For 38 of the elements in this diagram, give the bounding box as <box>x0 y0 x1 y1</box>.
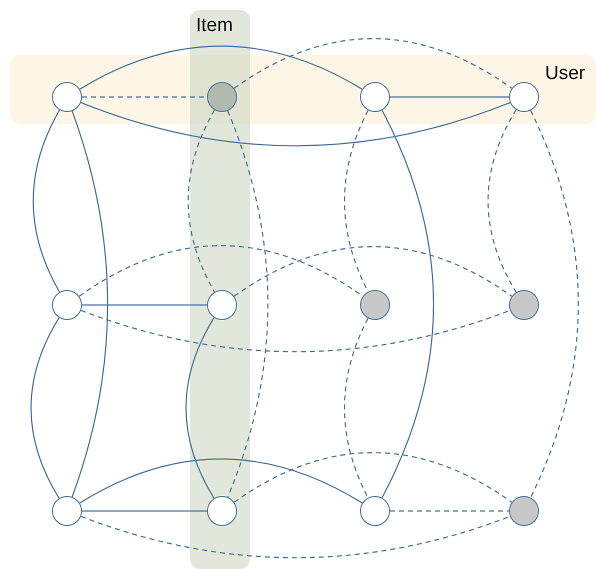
node-circle <box>509 496 539 526</box>
highlight-band <box>190 10 250 569</box>
connector-line <box>488 109 517 293</box>
connector-line <box>390 510 509 512</box>
band-label: Item <box>196 15 233 37</box>
node-circle <box>52 290 82 320</box>
highlight-band <box>10 55 596 124</box>
connector-line <box>32 110 60 292</box>
connector-line <box>80 516 510 558</box>
connector-line <box>234 38 512 89</box>
connector-line <box>188 110 216 292</box>
connector-line <box>82 304 207 306</box>
node-circle <box>52 496 82 526</box>
connector-line <box>234 246 512 297</box>
connector-line <box>227 110 268 498</box>
connector-line <box>72 110 108 498</box>
node-circle <box>360 82 390 112</box>
connector-line <box>80 46 362 90</box>
connector-line <box>382 110 434 498</box>
node-circle <box>360 496 390 526</box>
node-circle <box>207 290 237 320</box>
connector-line <box>80 102 510 146</box>
node-circle <box>207 496 237 526</box>
connector-line <box>82 96 207 98</box>
connector-line <box>80 310 510 352</box>
node-circle <box>360 290 390 320</box>
connector-line <box>390 96 509 98</box>
connector-line <box>186 317 215 499</box>
node-circle <box>509 290 539 320</box>
connector-line <box>79 458 363 504</box>
connector-line <box>530 110 579 498</box>
band-label: User <box>545 63 586 85</box>
node-circle <box>509 82 539 112</box>
node-circle <box>52 82 82 112</box>
connector-line <box>82 510 207 512</box>
connector-line <box>344 318 369 498</box>
connector-line <box>30 317 60 499</box>
connector-line <box>234 452 512 503</box>
